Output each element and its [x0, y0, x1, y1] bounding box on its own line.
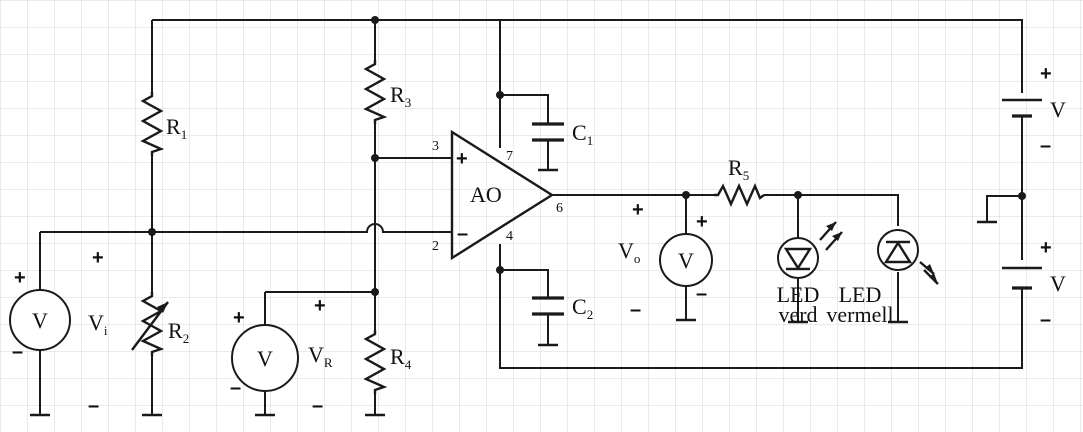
led-red-symbol: [877, 229, 939, 285]
svg-text:V: V: [32, 308, 48, 333]
pin-7: 7: [506, 149, 513, 164]
opamp-in-plus: +: [456, 148, 468, 170]
label-r2: R2: [168, 318, 189, 346]
capacitor-c1: [532, 122, 564, 142]
voltmeter-vi: V: [9, 289, 71, 351]
opamp-label: AO: [470, 182, 502, 207]
led-green-symbol: [777, 221, 843, 279]
svg-text:–: –: [230, 377, 241, 399]
capacitor-c2: [532, 296, 564, 316]
battery-top: [1002, 98, 1042, 118]
svg-text:+: +: [632, 199, 644, 221]
resistor-r3: [363, 60, 388, 124]
resistor-r1: [140, 92, 165, 156]
opamp-triangle: [450, 129, 555, 261]
svg-text:+: +: [14, 267, 26, 289]
svg-text:+: +: [233, 307, 245, 329]
ground-terminals: [30, 168, 997, 417]
resistor-r5: [714, 182, 765, 207]
pin-6: 6: [556, 201, 563, 216]
voltmeter-vo: V: [659, 233, 713, 287]
svg-text:–: –: [696, 283, 707, 305]
label-supply-bottom: V: [1050, 271, 1066, 296]
svg-text:–: –: [1040, 135, 1051, 157]
label-led-red-color: vermell: [826, 302, 893, 327]
resistor-r4: [363, 330, 388, 394]
svg-text:+: +: [1040, 237, 1052, 259]
pin-4: 4: [506, 229, 513, 244]
label-led-green: LED: [777, 282, 820, 307]
potentiometer-r2: [131, 292, 169, 356]
label-r5: R5: [728, 155, 749, 183]
wires: [39, 19, 1023, 415]
svg-text:V: V: [257, 346, 273, 371]
label-r1: R1: [166, 114, 187, 142]
svg-text:–: –: [12, 341, 23, 363]
polarity-marks: + – + – + – + – + – + – + – + –: [12, 63, 1052, 417]
svg-text:–: –: [312, 395, 323, 417]
svg-text:–: –: [88, 395, 99, 417]
label-c2: C2: [572, 294, 593, 322]
label-c1: C1: [572, 120, 593, 148]
label-r4: R4: [390, 344, 412, 372]
svg-text:–: –: [630, 299, 641, 321]
svg-text:+: +: [696, 211, 708, 233]
svg-text:+: +: [92, 247, 104, 269]
battery-bottom: [1002, 266, 1042, 290]
voltmeter-vr: V: [231, 324, 299, 392]
opamp-in-minus: –: [457, 223, 468, 245]
pin-3: 3: [432, 139, 439, 154]
label-supply-top: V: [1050, 97, 1066, 122]
label-r3: R3: [390, 82, 411, 110]
label-vr: VR: [308, 342, 333, 370]
svg-text:V: V: [678, 248, 694, 273]
svg-text:+: +: [1040, 63, 1052, 85]
pin-2: 2: [432, 239, 439, 254]
svg-text:–: –: [1040, 309, 1051, 331]
label-led-red: LED: [839, 282, 882, 307]
label-vo: Vo: [618, 238, 640, 266]
svg-text:+: +: [314, 295, 326, 317]
junction-dots: [148, 16, 1026, 296]
label-vi: Vi: [88, 310, 108, 338]
label-led-green-color: verd: [778, 302, 817, 327]
